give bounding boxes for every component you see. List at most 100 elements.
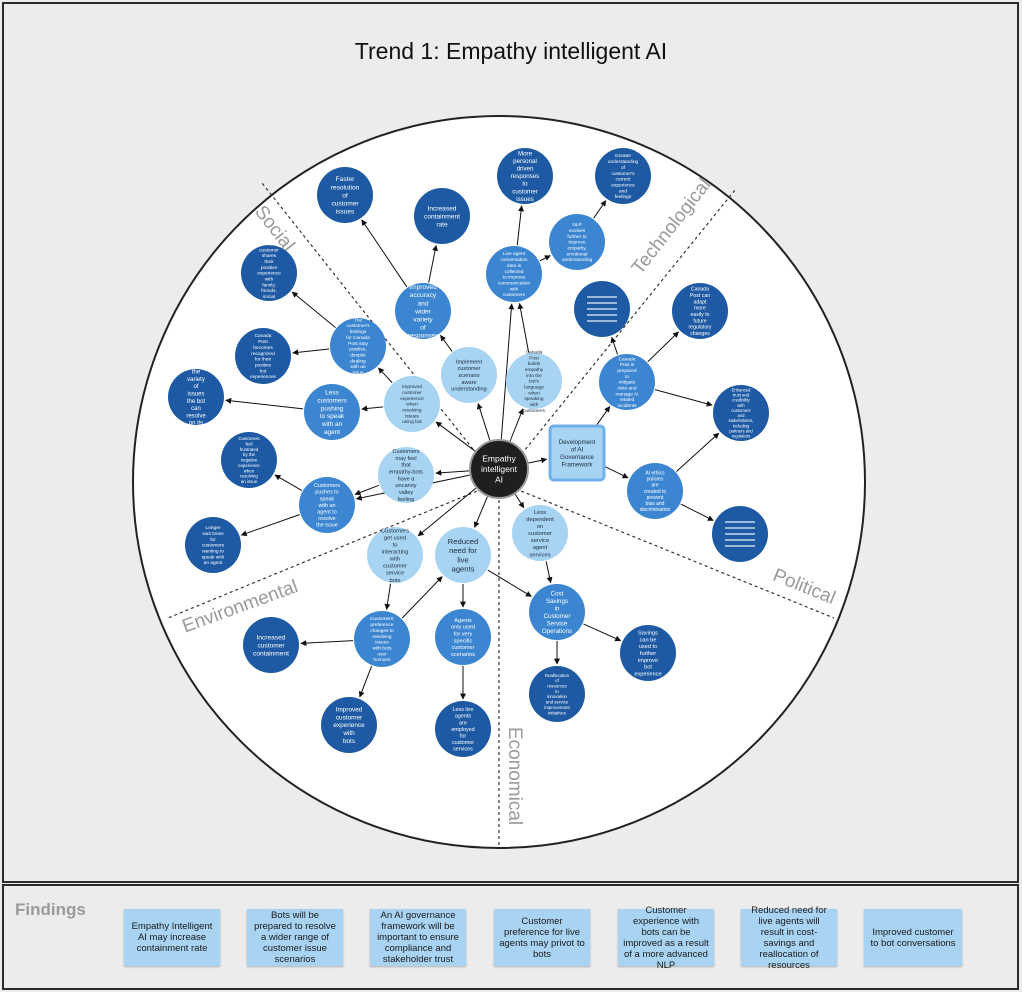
node-circle xyxy=(497,148,553,204)
connector-arrow xyxy=(647,331,679,363)
connector-arrow xyxy=(417,487,477,537)
list-node[interactable] xyxy=(574,281,630,337)
connector-arrow xyxy=(509,408,524,442)
connector-arrow xyxy=(300,640,354,647)
connector-arrow xyxy=(354,484,380,496)
list-node[interactable] xyxy=(712,506,768,562)
node-circle xyxy=(367,527,423,583)
node-circle xyxy=(395,283,451,339)
node-circle xyxy=(549,214,605,270)
node-circle xyxy=(378,447,434,503)
finding-text-2: Bots will be prepared to resolve a wider… xyxy=(254,910,336,965)
finding-card-6: Reduced need for live agents will result… xyxy=(741,905,837,971)
center-circle xyxy=(469,439,529,499)
connector-arrow xyxy=(583,623,622,642)
connector-arrow xyxy=(676,432,720,472)
node-circle xyxy=(414,188,470,244)
sector-dividers xyxy=(167,182,835,848)
connector-arrow xyxy=(610,336,619,355)
node-circle xyxy=(221,432,277,488)
node-circle xyxy=(620,625,676,681)
connector-arrow xyxy=(603,465,629,479)
connector-arrow xyxy=(435,421,476,452)
page-title: Trend 1: Empathy intelligent AI xyxy=(354,38,668,64)
node-circle xyxy=(506,353,562,409)
connector-arrow xyxy=(361,405,384,412)
connector-arrow xyxy=(240,514,300,537)
connector-arrow xyxy=(545,561,553,584)
connector-arrow xyxy=(517,302,530,353)
finding-card-7: Improved customer to bot conversations xyxy=(864,909,962,966)
finding-text-4: Customer preference for live agents may … xyxy=(499,915,585,960)
connector-arrow xyxy=(516,205,525,246)
trend-diagram: Social Technological Political Economica… xyxy=(132,115,866,849)
node-circle xyxy=(599,354,655,410)
node-circle xyxy=(713,385,769,441)
finding-card-1: Empathy Intelligent AI may increase cont… xyxy=(124,909,220,966)
finding-card-2: Bots will be prepared to resolve a wider… xyxy=(247,909,343,966)
connector-arrow xyxy=(514,493,525,509)
node-circle xyxy=(435,609,491,665)
connector-arrow xyxy=(654,389,713,407)
connector-arrow xyxy=(225,397,304,410)
node-circle xyxy=(243,617,299,673)
findings-label: Findings xyxy=(15,900,86,919)
connector-arrow xyxy=(487,569,532,597)
finding-text-5: Customer experience with bots can be imp… xyxy=(623,904,709,971)
